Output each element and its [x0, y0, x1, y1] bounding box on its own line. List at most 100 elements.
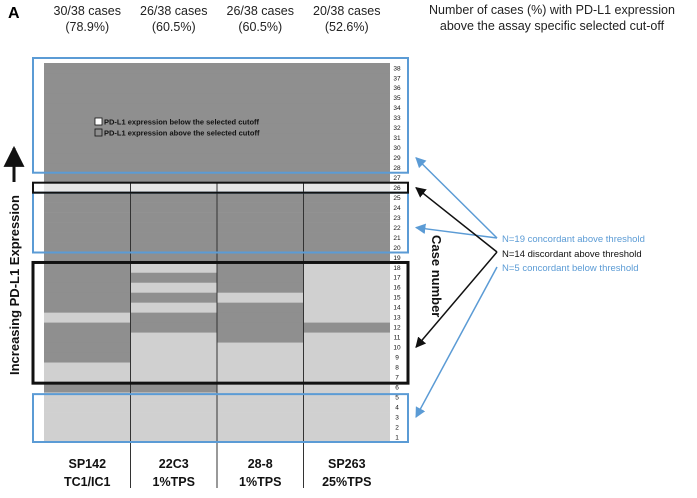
- case-number-1: 1: [395, 434, 399, 441]
- cell-SP263-case-17: [303, 272, 391, 283]
- header-count-28-8: 26/38 cases: [227, 4, 294, 18]
- case-number-13: 13: [393, 315, 401, 322]
- column-dividers: [130, 182, 304, 488]
- cell-22C3-case-7: [130, 372, 218, 383]
- case-number-28: 28: [393, 165, 401, 172]
- cell-SP263-case-23: [303, 212, 391, 223]
- cell-SP142-case-5: [44, 392, 131, 403]
- header-note-line-1: Number of cases (%) with PD-L1 expressio…: [429, 3, 675, 17]
- cell-22C3-case-33: [130, 112, 218, 124]
- cell-SP263-case-12: [303, 322, 391, 333]
- case-number-37: 37: [393, 75, 401, 82]
- cell-SP142-case-33: [44, 112, 131, 124]
- cell-SP142-case-1: [44, 432, 131, 443]
- cell-SP263-case-22: [303, 222, 391, 233]
- frame-highlight-case-26: [32, 181, 409, 194]
- cell-28-8-case-16: [217, 282, 304, 293]
- cell-SP142-case-16: [44, 282, 131, 293]
- cell-SP142-case-2: [44, 422, 131, 433]
- cell-22C3-case-9: [130, 352, 218, 363]
- case-number-7: 7: [395, 374, 399, 381]
- cell-22C3-case-24: [130, 202, 218, 213]
- cell-28-8-case-19: [217, 252, 304, 263]
- cell-SP263-case-28: [303, 162, 391, 174]
- case-number-29: 29: [393, 155, 401, 162]
- case-number-23: 23: [393, 215, 401, 222]
- cell-SP263-case-29: [303, 152, 391, 164]
- cell-28-8-case-1: [217, 432, 304, 443]
- cell-SP142-case-30: [44, 142, 131, 154]
- cell-SP263-case-36: [303, 82, 391, 94]
- cell-SP142-case-27: [44, 172, 131, 183]
- cell-SP263-case-4: [303, 402, 391, 413]
- case-number-4: 4: [395, 404, 399, 411]
- cell-28-8-case-29: [217, 152, 304, 164]
- cell-SP263-case-15: [303, 292, 391, 303]
- cell-22C3-case-17: [130, 272, 218, 283]
- cell-22C3-case-23: [130, 212, 218, 223]
- legend: PD-L1 expression below the selected cuto…: [94, 118, 260, 138]
- cell-22C3-case-14: [130, 302, 218, 313]
- cell-SP263-case-27: [303, 172, 391, 183]
- cell-28-8-case-3: [217, 412, 304, 423]
- cell-SP263-case-13: [303, 312, 391, 323]
- case-number-6: 6: [395, 384, 399, 391]
- cell-SP142-case-19: [44, 252, 131, 263]
- cell-28-8-case-30: [217, 142, 304, 154]
- cell-SP263-case-6: [303, 382, 391, 393]
- cell-28-8-case-2: [217, 422, 304, 433]
- case-number-25: 25: [393, 195, 401, 202]
- cell-SP142-case-14: [44, 302, 131, 313]
- case-number-27: 27: [393, 175, 401, 182]
- legend-swatch-above: [94, 128, 103, 137]
- cell-28-8-case-17: [217, 272, 304, 283]
- column-labels: SP142TC1/IC122C31%TPS28-81%TPSSP26325%TP…: [64, 457, 371, 489]
- cell-28-8-case-33: [217, 112, 304, 124]
- case-number-3: 3: [395, 414, 399, 421]
- cell-22C3-case-27: [130, 172, 218, 183]
- cell-SP142-case-23: [44, 212, 131, 223]
- case-number-14: 14: [393, 305, 401, 312]
- case-number-30: 30: [393, 145, 401, 152]
- cell-SP142-case-12: [44, 322, 131, 333]
- arrow-concordant-above-lower-icon: [414, 223, 498, 239]
- cell-28-8-case-9: [217, 352, 304, 363]
- case-number-26: 26: [393, 185, 401, 192]
- cell-SP263-case-35: [303, 92, 391, 104]
- cell-SP263-case-5: [303, 392, 391, 403]
- cell-SP263-case-31: [303, 132, 391, 144]
- cell-SP142-case-17: [44, 272, 131, 283]
- cell-28-8-case-23: [217, 212, 304, 223]
- arrow-concordant-below-icon: [415, 266, 498, 418]
- cell-SP142-case-25: [44, 192, 131, 203]
- cell-28-8-case-37: [217, 72, 304, 84]
- cell-22C3-case-28: [130, 162, 218, 174]
- cell-SP263-case-38: [303, 63, 391, 74]
- annotation-discordant-above: N=14 discordant above threshold: [502, 249, 642, 260]
- cell-SP263-case-7: [303, 372, 391, 383]
- cell-22C3-case-4: [130, 402, 218, 413]
- cell-SP263-case-33: [303, 112, 391, 124]
- cell-SP142-case-11: [44, 332, 131, 343]
- case-number-12: 12: [393, 325, 401, 332]
- cell-22C3-case-11: [130, 332, 218, 343]
- header-count-SP142: 30/38 cases: [54, 4, 121, 18]
- cell-22C3-case-8: [130, 362, 218, 373]
- cell-28-8-case-22: [217, 222, 304, 233]
- cell-28-8-case-27: [217, 172, 304, 183]
- cell-SP142-case-15: [44, 292, 131, 303]
- case-number-8: 8: [395, 365, 399, 372]
- cell-SP263-case-11: [303, 332, 391, 343]
- cell-SP263-case-37: [303, 72, 391, 84]
- cell-SP142-case-37: [44, 72, 131, 84]
- header-note-line-2: above the assay specific selected cut-of…: [440, 19, 665, 33]
- cell-28-8-case-13: [217, 312, 304, 323]
- column-headers: 30/38 cases(78.9%)26/38 cases(60.5%)26/3…: [54, 4, 381, 34]
- cell-SP142-case-9: [44, 352, 131, 363]
- cell-28-8-case-20: [217, 242, 304, 253]
- cell-SP142-case-28: [44, 162, 131, 174]
- legend-label-above: PD-L1 expression above the selected cuto…: [104, 129, 260, 138]
- cell-SP142-case-38: [44, 63, 131, 74]
- cell-SP142-case-36: [44, 82, 131, 94]
